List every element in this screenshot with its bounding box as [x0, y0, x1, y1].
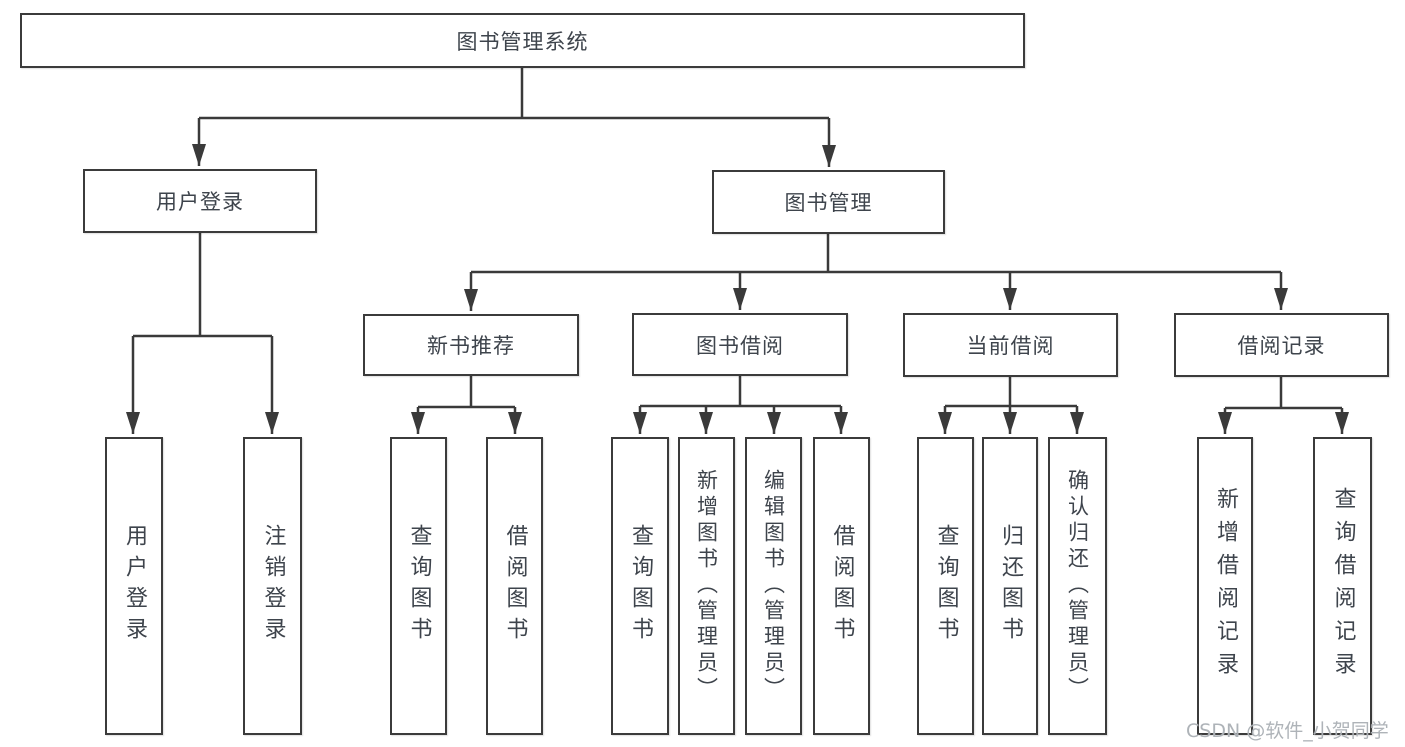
- leaf-current-confirm-label: 确认归还（管理员）: [1065, 469, 1090, 703]
- node-library-system-label: 图书管理系统: [456, 29, 589, 54]
- leaf-borrow-add-label: 新增图书（管理员）: [694, 469, 719, 703]
- connector-bookborrow-trunk: [640, 376, 841, 408]
- node-book-borrowing-label: 图书借阅: [696, 333, 784, 358]
- leaf-logout: 注销登录: [243, 437, 302, 735]
- leaf-borrow-query-books: 查询图书: [611, 437, 669, 735]
- connector-root-trunk: [199, 68, 829, 120]
- leaf-borrow-lend-books: 借阅图书: [813, 437, 870, 735]
- node-book-management: 图书管理: [712, 170, 945, 234]
- leaf-borrow-edit-label: 编辑图书（管理员）: [761, 469, 786, 703]
- node-current-borrowing-label: 当前借阅: [966, 334, 1055, 358]
- node-book-management-label: 图书管理: [784, 191, 873, 215]
- leaf-current-confirm-return-admin: 确认归还（管理员）: [1048, 437, 1107, 735]
- leaf-record-query-label: 查询借阅记录: [1330, 487, 1356, 685]
- connector-currentborrow-trunk: [945, 377, 1077, 408]
- leaf-current-return-books: 归还图书: [982, 437, 1038, 735]
- node-borrowing-records: 借阅记录: [1174, 313, 1389, 377]
- leaf-user-login: 用户登录: [105, 437, 163, 735]
- leaf-borrow-lend-label: 借阅图书: [829, 524, 855, 648]
- connector-borrowrecord-trunk: [1225, 377, 1342, 410]
- leaf-user-login-label: 用户登录: [122, 524, 147, 648]
- node-borrowing-records-label: 借阅记录: [1237, 334, 1326, 358]
- connector-userlogin-trunk: [133, 233, 272, 338]
- leaf-borrow-query-label: 查询图书: [628, 524, 653, 648]
- leaf-borrow-edit-books-admin: 编辑图书（管理员）: [745, 437, 802, 735]
- leaf-current-query-books: 查询图书: [917, 437, 974, 735]
- leaf-current-query-label: 查询图书: [933, 524, 959, 648]
- leaf-newbook-borrow-books: 借阅图书: [486, 437, 543, 735]
- leaf-current-return-label: 归还图书: [998, 524, 1023, 648]
- node-book-borrowing: 图书借阅: [632, 313, 848, 376]
- leaf-newbook-borrow-label: 借阅图书: [502, 524, 528, 648]
- connector-newbook-trunk: [418, 376, 515, 409]
- leaf-borrow-add-books-admin: 新增图书（管理员）: [678, 437, 735, 735]
- leaf-record-add-borrow-record: 新增借阅记录: [1197, 437, 1253, 735]
- node-new-book-label: 新书推荐: [427, 334, 515, 358]
- node-new-book-recommendation: 新书推荐: [363, 314, 579, 376]
- node-current-borrowing: 当前借阅: [903, 313, 1118, 377]
- connector-bookmgmt-trunk: [471, 234, 1281, 274]
- leaf-newbook-query-books: 查询图书: [390, 437, 447, 735]
- leaf-newbook-query-label: 查询图书: [406, 524, 432, 648]
- leaf-record-add-label: 新增借阅记录: [1213, 487, 1238, 685]
- node-user-login-label: 用户登录: [156, 190, 244, 214]
- leaf-logout-label: 注销登录: [260, 524, 286, 648]
- node-library-system: 图书管理系统: [20, 13, 1025, 68]
- node-user-login: 用户登录: [83, 169, 317, 233]
- leaf-record-query-borrow-record: 查询借阅记录: [1313, 437, 1372, 735]
